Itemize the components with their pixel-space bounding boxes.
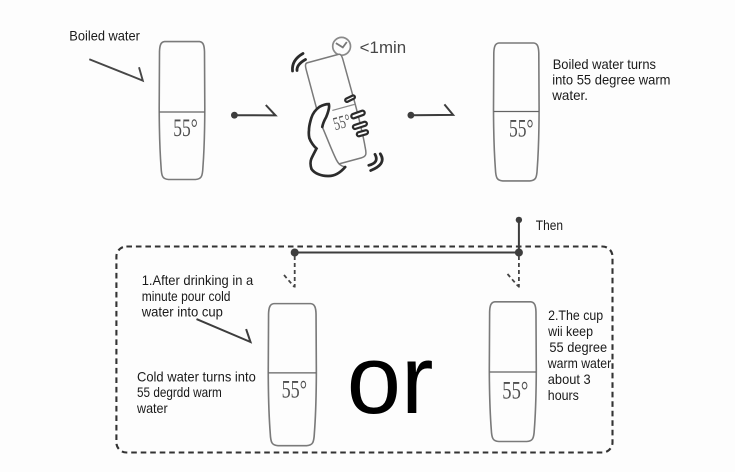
svg-text:55°: 55°	[173, 115, 198, 142]
svg-text:55 degrdd warm: 55 degrdd warm	[137, 384, 222, 400]
svg-text:55°: 55°	[509, 115, 534, 142]
svg-text:water.: water.	[551, 87, 588, 103]
svg-text:Cold water turns into: Cold water turns into	[137, 368, 256, 384]
svg-text:2.The cup: 2.The cup	[548, 307, 603, 323]
svg-text:warm water: warm water	[547, 355, 612, 371]
svg-text:<1min: <1min	[360, 39, 407, 57]
svg-text:Boiled water turns: Boiled water turns	[553, 56, 656, 72]
svg-text:Then: Then	[536, 217, 563, 233]
svg-text:about 3: about 3	[548, 371, 591, 387]
svg-text:55°: 55°	[502, 375, 528, 404]
svg-text:water: water	[136, 400, 168, 416]
svg-text:55°: 55°	[331, 111, 353, 135]
svg-text:hours: hours	[548, 387, 579, 403]
svg-text:wii keep: wii keep	[547, 323, 593, 339]
svg-text:1.After drinking in a: 1.After drinking in a	[142, 272, 254, 288]
svg-text:55°: 55°	[282, 374, 307, 403]
svg-text:or: or	[347, 325, 434, 434]
svg-text:minute pour cold: minute pour cold	[142, 288, 231, 304]
svg-text:Boiled water: Boiled water	[69, 27, 140, 43]
svg-text:55 degree: 55 degree	[549, 339, 607, 355]
svg-text:water into cup: water into cup	[141, 304, 223, 320]
svg-text:into 55 degree warm: into 55 degree warm	[552, 71, 670, 87]
